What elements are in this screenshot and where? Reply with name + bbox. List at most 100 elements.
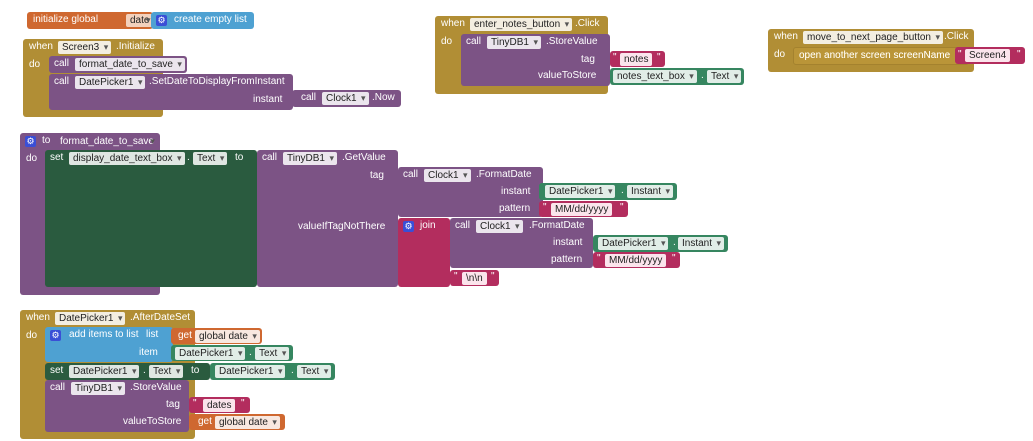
dates-string[interactable]: dates <box>203 399 236 412</box>
instant-label: instant <box>253 94 283 105</box>
pattern-string-block-2[interactable]: " MM/dd/yyyy " <box>593 252 680 268</box>
do-label: do <box>29 59 41 70</box>
datepicker-text-block[interactable]: DatePicker1 . Text <box>171 345 293 361</box>
datepicker-text-source-block[interactable]: DatePicker1 . Text <box>210 363 335 380</box>
screen4-string[interactable]: Screen4 <box>965 49 1011 62</box>
display-date-textbox-dropdown[interactable]: display_date_text_box <box>69 152 185 165</box>
clock-now-block[interactable]: call Clock1 .Now <box>292 90 401 107</box>
notes-string-block[interactable]: " notes " <box>610 51 665 67</box>
datepicker-dropdown[interactable]: DatePicker1 <box>545 185 616 198</box>
set-date-display-block[interactable]: call DatePicker1 .SetDateToDisplayFromIn… <box>49 74 293 110</box>
call-label: call <box>403 169 419 180</box>
get-label: get <box>178 330 192 341</box>
dates-string-block[interactable]: " dates " <box>189 397 250 413</box>
set-label: set <box>50 152 64 163</box>
tag-label: tag <box>166 399 180 410</box>
open-another-screen-block[interactable]: open another screen screenName <box>793 47 969 65</box>
datepicker-dropdown[interactable]: DatePicker1 <box>75 76 146 89</box>
instant-property-dropdown[interactable]: Instant <box>678 237 725 250</box>
call-label: call <box>54 76 70 87</box>
datepicker-dropdown[interactable]: DatePicker1 <box>69 365 140 378</box>
dot-label: . <box>187 152 190 163</box>
clock-dropdown[interactable]: Clock1 <box>476 220 523 233</box>
when-label: when <box>26 312 50 323</box>
pattern-string[interactable]: MM/dd/yyyy <box>605 254 667 267</box>
screen4-string-block[interactable]: " Screen4 " <box>955 47 1025 64</box>
datepicker-dropdown[interactable]: DatePicker1 <box>55 312 126 325</box>
join-block[interactable]: ⚙ join <box>398 218 450 287</box>
notes-textbox-dropdown[interactable]: notes_text_box <box>613 70 697 83</box>
set-date-method-label: .SetDateToDisplayFromInstant <box>149 76 285 87</box>
store-value-method-label: .StoreValue <box>546 36 598 47</box>
item-label: item <box>139 347 158 358</box>
get-label: get <box>198 416 212 427</box>
screen-dropdown[interactable]: Screen3 <box>58 41 112 54</box>
datepicker-dropdown[interactable]: DatePicker1 <box>215 365 286 378</box>
text-property-dropdown[interactable]: Text <box>255 347 290 360</box>
do-label: do <box>26 330 38 341</box>
store-value-block[interactable]: call TinyDB1 .StoreValue tag valueToStor… <box>45 380 189 432</box>
instant-property-dropdown[interactable]: Instant <box>627 185 674 198</box>
initialize-event-label: .Initialize <box>116 41 155 52</box>
newline-string[interactable]: \n\n <box>462 272 487 285</box>
datepicker-instant-block-2[interactable]: DatePicker1 . Instant <box>593 235 728 252</box>
global-date-dropdown[interactable]: global date <box>215 416 280 429</box>
join-label: join <box>420 220 436 231</box>
datepicker-instant-block-1[interactable]: DatePicker1 . Instant <box>539 183 677 200</box>
set-display-date-text-block[interactable]: set display_date_text_box . Text to <box>45 150 257 287</box>
procedure-name[interactable]: format_date_to_save <box>56 135 158 148</box>
get-global-date-block[interactable]: get global date <box>189 414 285 430</box>
list-label: list <box>146 329 159 340</box>
text-property-dropdown[interactable]: Text <box>193 152 228 165</box>
tinydb-dropdown[interactable]: TinyDB1 <box>71 382 125 395</box>
call-label: call <box>455 220 471 231</box>
global-variable-block[interactable]: initialize global date to <box>27 12 165 29</box>
pattern-string-block-1[interactable]: " MM/dd/yyyy " <box>539 201 628 217</box>
notes-textbox-text-block[interactable]: notes_text_box . Text <box>610 68 744 85</box>
clock-dropdown[interactable]: Clock1 <box>322 92 369 105</box>
text-property-dropdown[interactable]: Text <box>297 365 332 378</box>
gear-icon[interactable]: ⚙ <box>25 136 36 147</box>
get-global-date-block[interactable]: get global date <box>171 328 262 344</box>
tag-label: tag <box>370 170 384 181</box>
newline-string-block[interactable]: " \n\n " <box>450 270 499 286</box>
store-value-block[interactable]: call TinyDB1 .StoreValue tag valueToStor… <box>461 34 610 86</box>
call-label: call <box>301 92 317 103</box>
gear-icon[interactable]: ⚙ <box>403 221 414 232</box>
when-label: when <box>774 31 798 42</box>
datepicker-dropdown[interactable]: DatePicker1 <box>175 347 246 360</box>
call-procedure-block[interactable]: call format_date_to_save <box>49 56 187 73</box>
instant-label: instant <box>553 237 583 248</box>
when-label: when <box>441 18 465 29</box>
getvalue-method-label: .GetValue <box>342 152 386 163</box>
text-property-dropdown[interactable]: Text <box>707 70 742 83</box>
formatdate-block-2[interactable]: call Clock1 .FormatDate instant pattern <box>450 218 593 268</box>
create-empty-list-label: create empty list <box>174 14 247 25</box>
global-var-name[interactable]: date <box>126 14 154 27</box>
clock-dropdown[interactable]: Clock1 <box>424 169 471 182</box>
formatdate-method-label: .FormatDate <box>476 169 532 180</box>
notes-string[interactable]: notes <box>620 53 653 66</box>
datepicker-dropdown[interactable]: DatePicker1 <box>598 237 669 250</box>
procedure-dropdown[interactable]: format_date_to_save <box>75 58 185 71</box>
gear-icon[interactable]: ⚙ <box>156 15 167 26</box>
tinydb-dropdown[interactable]: TinyDB1 <box>283 152 337 165</box>
add-items-to-list-block[interactable]: ⚙ add items to list list item <box>45 327 173 362</box>
set-datepicker-text-block[interactable]: set DatePicker1 . Text to <box>45 363 210 380</box>
tinydb-dropdown[interactable]: TinyDB1 <box>487 36 541 49</box>
set-label: set <box>50 365 64 376</box>
create-empty-list-block[interactable]: ⚙ create empty list <box>151 12 254 29</box>
do-label: do <box>774 49 786 60</box>
add-items-label: add items to list <box>69 329 139 340</box>
after-date-set-label: .AfterDateSet <box>130 312 191 323</box>
text-property-dropdown[interactable]: Text <box>149 365 184 378</box>
next-page-button-dropdown[interactable]: move_to_next_page_button <box>803 31 943 44</box>
global-date-dropdown[interactable]: global date <box>195 330 260 343</box>
pattern-string[interactable]: MM/dd/yyyy <box>551 203 613 216</box>
now-label: .Now <box>372 92 395 103</box>
pattern-label: pattern <box>499 203 531 214</box>
getvalue-block[interactable]: call TinyDB1 .GetValue tag valueIfTagNot… <box>257 150 398 287</box>
gear-icon[interactable]: ⚙ <box>50 330 61 341</box>
enter-notes-button-dropdown[interactable]: enter_notes_button <box>470 18 573 31</box>
formatdate-block-1[interactable]: call Clock1 .FormatDate instant pattern <box>398 167 543 217</box>
